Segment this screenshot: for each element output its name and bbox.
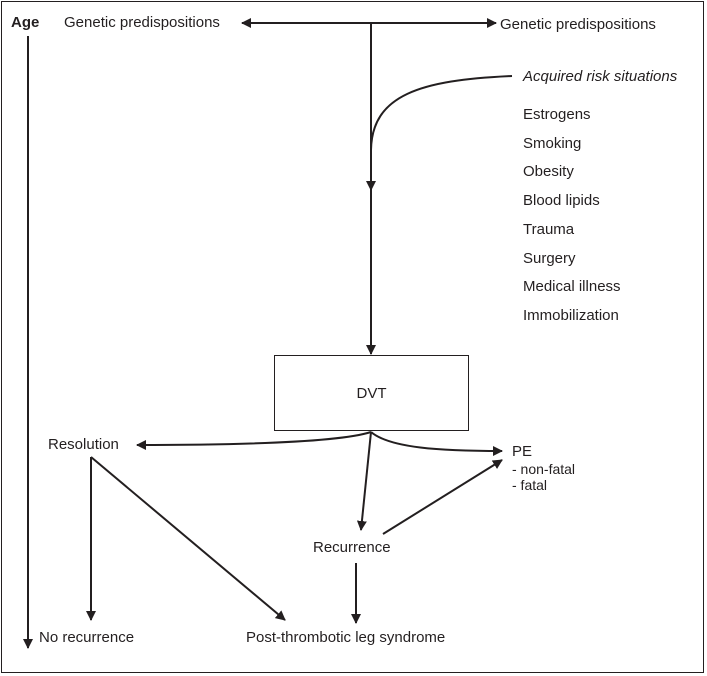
dvt-to-resolution-arrow xyxy=(136,431,372,450)
acquired-risk-curve xyxy=(370,75,513,151)
age-label: Age xyxy=(11,14,40,31)
risk-item: Trauma xyxy=(523,221,575,238)
dvt-to-pe-arrow xyxy=(370,431,503,456)
risk-item: Immobilization xyxy=(523,307,619,324)
post-thrombotic-label: Post-thrombotic leg syndrome xyxy=(246,629,446,646)
risk-item: Estrogens xyxy=(523,106,591,123)
genetic-predispositions-right: Genetic predispositions xyxy=(500,16,656,33)
genetic-predispositions-left: Genetic predispositions xyxy=(64,14,220,31)
dvt-node: DVT xyxy=(274,355,469,431)
risk-item: Medical illness xyxy=(523,278,621,295)
pe-fatal: - fatal xyxy=(512,477,548,493)
recurrence-to-pe-arrow xyxy=(382,459,503,535)
resolution-to-pts-arrow xyxy=(90,456,286,621)
acquired-risk-title: Acquired risk situations xyxy=(523,68,678,85)
pe-title: PE xyxy=(512,443,533,460)
risk-item: Obesity xyxy=(523,163,574,180)
risk-item: Smoking xyxy=(523,135,582,152)
no-recurrence-label: No recurrence xyxy=(39,629,135,646)
pe-nonfatal: - non-fatal xyxy=(512,461,576,477)
recurrence-label: Recurrence xyxy=(313,539,391,556)
risk-item: Blood lipids xyxy=(523,192,600,209)
resolution-label: Resolution xyxy=(48,436,119,453)
dvt-to-recurrence-arrow xyxy=(356,431,372,531)
dvt-label: DVT xyxy=(356,384,387,402)
risk-item: Surgery xyxy=(523,250,576,267)
